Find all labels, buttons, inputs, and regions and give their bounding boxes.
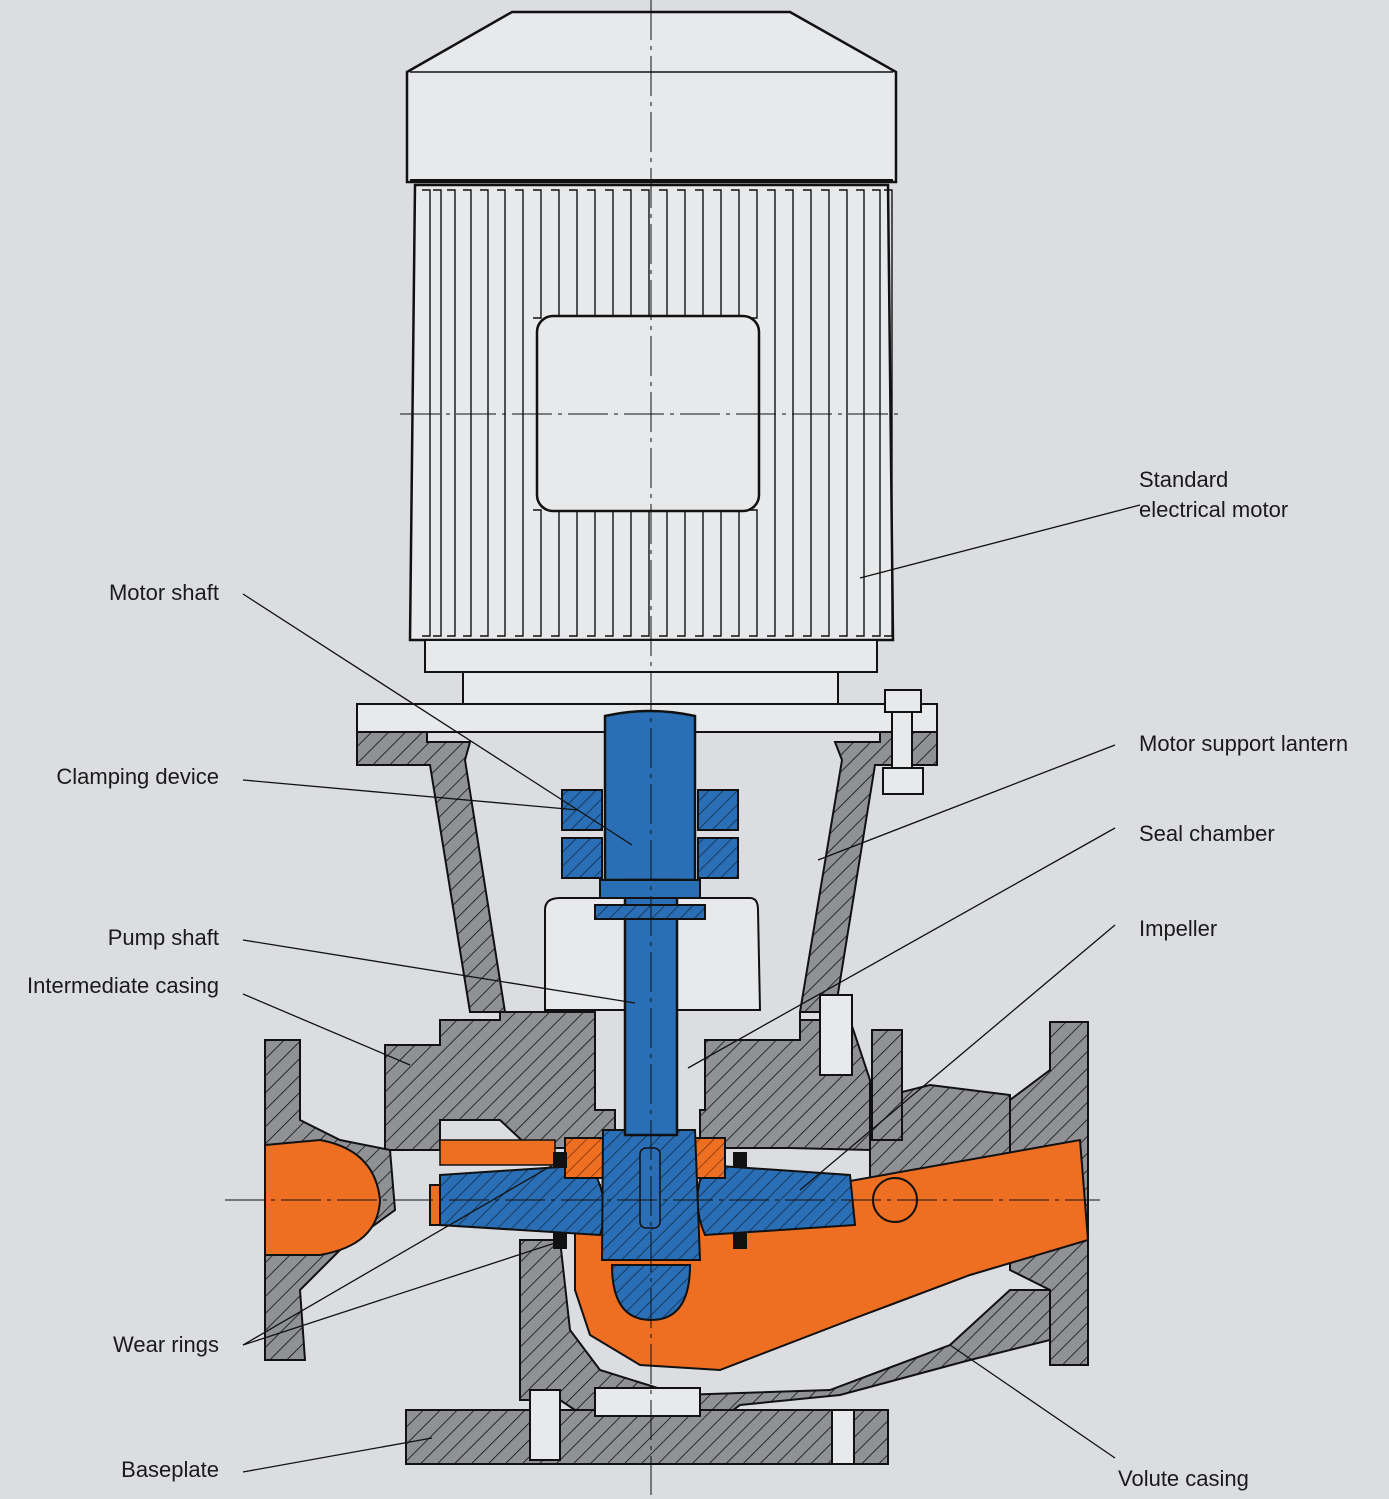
label-motor-support-lantern: Motor support lantern (1139, 731, 1349, 756)
centerlines (225, 0, 1100, 1495)
label-seal-chamber: Seal chamber (1139, 821, 1275, 846)
leader-wear-ring-2 (242, 1241, 559, 1346)
motor-fin (480, 189, 489, 637)
leader-impeller (799, 924, 1116, 1191)
motor-fin (749, 509, 758, 637)
leader-intermediate-casing (242, 993, 411, 1066)
motor-shaft (603, 709, 697, 882)
label-standard-motor: Standard electrical motor (1139, 467, 1289, 522)
motor-fin (447, 189, 456, 637)
motor-fin (803, 189, 812, 637)
leader-lines (242, 504, 1141, 1473)
motor-fan-hood (405, 10, 898, 184)
leader-volute-casing (949, 1344, 1116, 1459)
label-baseplate: Baseplate (121, 1457, 219, 1482)
leader-wear-ring-1 (242, 1161, 559, 1346)
leader-motor-shaft (242, 593, 633, 846)
clamping-device-left (561, 789, 603, 831)
motor-fin (533, 509, 542, 637)
motor-fin (821, 189, 830, 637)
motor-support-lantern (356, 689, 938, 1013)
leader-baseplate (242, 1437, 433, 1473)
motor-fin (433, 189, 442, 637)
motor-fin (785, 189, 794, 637)
motor-fin (767, 189, 776, 637)
motor-fin (463, 189, 472, 637)
leader-seal-chamber (687, 827, 1116, 1069)
motor-fin (422, 189, 431, 637)
clamping-device-right (697, 789, 739, 831)
label-impeller: Impeller (1139, 916, 1218, 941)
casing-section (264, 994, 1089, 1465)
motor-fin (856, 189, 865, 637)
motor-fin (533, 189, 542, 319)
leader-pump-shaft (242, 939, 636, 1004)
label-motor-shaft: Motor shaft (108, 580, 219, 605)
leader-motor-lantern (817, 744, 1116, 861)
baseplate-shape (405, 1409, 889, 1465)
motor-fin (872, 189, 881, 637)
label-wear-rings: Wear rings (113, 1332, 219, 1357)
label-intermediate-casing: Intermediate casing (27, 973, 219, 998)
leader-clamping-device (242, 779, 579, 811)
label-pump-shaft: Pump shaft (107, 925, 219, 950)
motor-fin (884, 189, 893, 637)
label-clamping-device: Clamping device (56, 764, 219, 789)
label-volute-casing: Volute casing (1118, 1466, 1249, 1491)
leader-standard-motor (859, 504, 1141, 579)
intermediate-casing (384, 1011, 616, 1151)
motor-fin (515, 189, 524, 637)
motor-fin (497, 189, 506, 637)
motor-fin (839, 189, 848, 637)
